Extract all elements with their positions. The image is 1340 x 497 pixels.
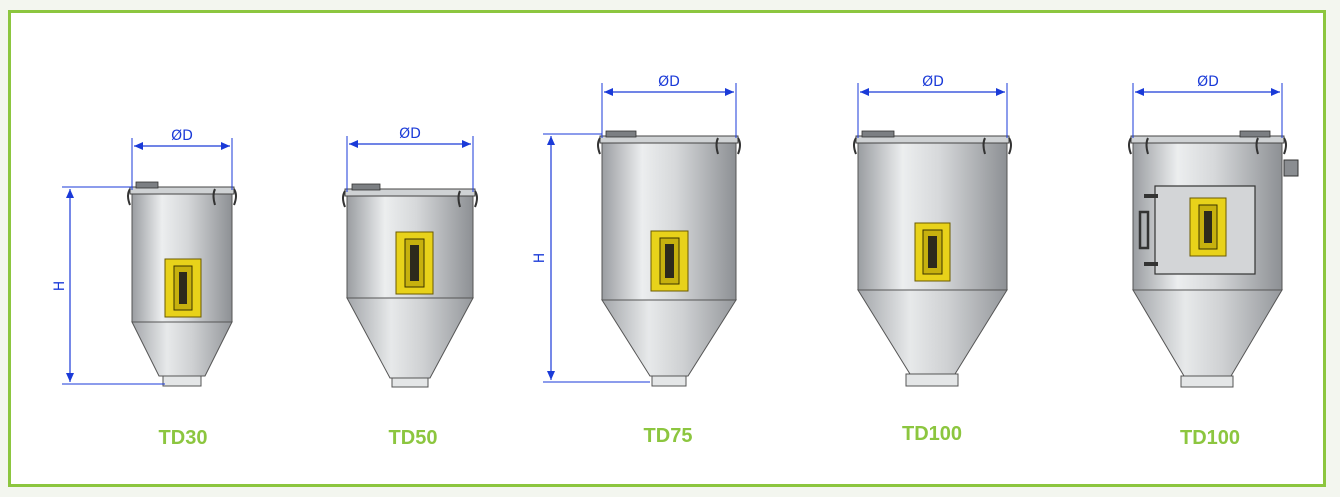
diameter-label: ØD [1197,74,1219,90]
diameter-label: ØD [922,74,944,90]
hopper-td75: ØD H TD75 [532,74,741,447]
diameter-dimension: ØD [1132,74,1283,138]
model-label-td30: TD30 [159,427,208,449]
height-label: H [52,281,68,292]
diameter-dimension: ØD [346,126,474,192]
hopper-td30: ØD H TD30 [52,128,237,449]
sight-glass [650,230,689,292]
model-label-td75: TD75 [644,425,693,447]
hopper-td100-b: ØD TD100 [1128,74,1299,449]
diameter-label: ØD [171,128,193,144]
model-label-td100-a: TD100 [902,423,962,445]
diameter-label: ØD [658,74,680,90]
sight-glass [395,231,434,295]
hopper-td30-illustration [127,181,237,387]
diameter-dimension: ØD [131,128,233,190]
model-label-td100-b: TD100 [1180,427,1240,449]
sight-glass [1189,197,1227,257]
hopper-td100-a: ØD TD100 [853,74,1012,445]
diameter-dimension: ØD [601,74,737,138]
sight-glass [164,258,202,318]
hopper-td100-b-illustration [1128,130,1299,388]
sight-glass [914,222,951,282]
hopper-td100-a-illustration [853,130,1012,387]
diameter-dimension: ØD [857,74,1008,138]
hopper-td75-illustration [597,130,741,387]
hopper-td50-illustration [342,183,478,388]
hopper-td50: ØD TD50 [342,126,478,449]
height-dimension: H [52,186,165,385]
model-label-td50: TD50 [389,427,438,449]
diameter-label: ØD [399,126,421,142]
height-dimension: H [532,133,650,383]
height-label: H [532,253,548,264]
